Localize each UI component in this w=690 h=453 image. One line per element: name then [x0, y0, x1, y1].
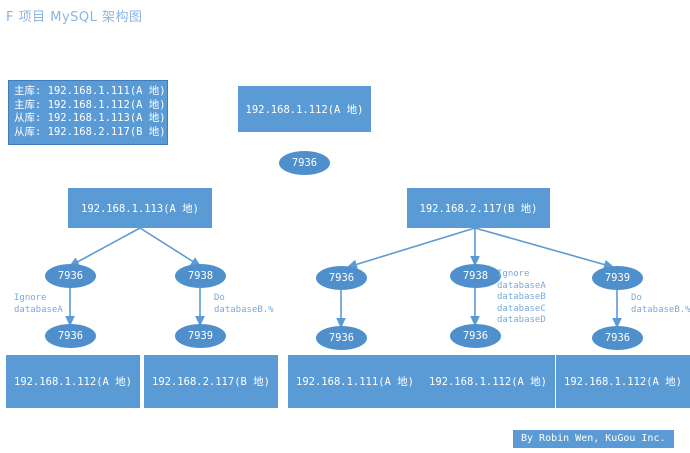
branch-right-a-parent-port[interactable]: 7936	[316, 266, 367, 290]
level2-node-right[interactable]: 192.168.2.117(B 地)	[407, 188, 550, 228]
footer-credit: By Robin Wen, KuGou Inc.	[513, 430, 674, 448]
branch-right-a-child-port[interactable]: 7936	[316, 326, 367, 350]
branch-right-b-annotation: Ignore databaseA databaseB databaseC dat…	[497, 269, 546, 325]
root-node-box[interactable]: 192.168.1.112(A 地)	[238, 86, 371, 132]
branch-right-b-parent-port[interactable]: 7938	[450, 264, 501, 288]
legend-line-master-2: 主库: 192.168.1.112(A 地)	[14, 98, 166, 111]
legend-line-slave-2: 从库: 192.168.2.117(B 地)	[14, 125, 166, 138]
branch-left-b-parent-port[interactable]: 7938	[175, 264, 226, 288]
page-title: F 项目 MySQL 架构图	[6, 10, 143, 25]
branch-left-b-annotation: Do databaseB.%	[214, 293, 274, 315]
branch-right-b-child-port[interactable]: 7936	[450, 324, 501, 348]
target-box-left-b[interactable]: 192.168.2.117(B 地)	[144, 355, 278, 408]
branch-left-a-parent-port[interactable]: 7936	[45, 264, 96, 288]
legend-line-master-1: 主库: 192.168.1.111(A 地)	[14, 85, 166, 97]
branch-right-c-child-port[interactable]: 7936	[592, 326, 643, 350]
target-box-right-b[interactable]: 192.168.1.112(A 地)	[421, 355, 555, 408]
target-box-right-a[interactable]: 192.168.1.111(A 地)	[288, 355, 422, 408]
legend-box: 主库: 192.168.1.111(A 地) 主库: 192.168.1.112…	[8, 80, 168, 145]
branch-right-c-parent-port[interactable]: 7939	[592, 266, 643, 290]
branch-left-a-annotation: Ignore databaseA	[14, 293, 63, 315]
root-port-ellipse[interactable]: 7936	[279, 151, 330, 175]
branch-left-a-child-port[interactable]: 7936	[45, 324, 96, 348]
branch-right-c-annotation: Do databaseB.%	[631, 293, 690, 315]
branch-left-b-child-port[interactable]: 7939	[175, 324, 226, 348]
legend-line-slave-1: 从库: 192.168.1.113(A 地)	[14, 112, 166, 124]
target-box-right-c[interactable]: 192.168.1.112(A 地)	[556, 355, 690, 408]
level2-node-left[interactable]: 192.168.1.113(A 地)	[68, 188, 212, 228]
target-box-left-a[interactable]: 192.168.1.112(A 地)	[6, 355, 140, 408]
